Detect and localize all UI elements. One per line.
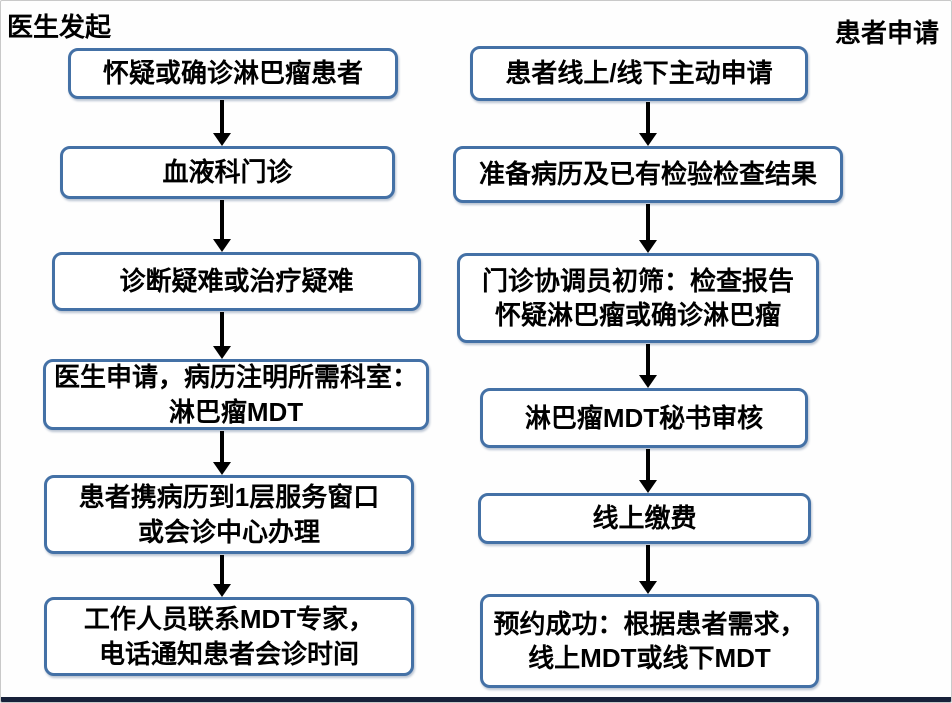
flow-step-prepare-records: 准备病历及已有检验检查结果 <box>453 146 843 203</box>
arrow-down-icon <box>213 431 231 475</box>
arrow-down-icon <box>639 102 657 146</box>
flow-step-suspected-lymphoma: 怀疑或确诊淋巴瘤患者 <box>68 48 398 99</box>
flow-step-doctor-applies: 医生申请，病历注明所需科室： 淋巴瘤MDT <box>43 359 429 430</box>
flow-step-coordinator-screening: 门诊协调员初筛：检查报告 怀疑淋巴瘤或确诊淋巴瘤 <box>457 253 819 343</box>
right-column-title: 患者申请 <box>834 18 939 48</box>
arrow-down-icon <box>639 545 657 594</box>
flow-step-mdt-secretary-review: 淋巴瘤MDT秘书审核 <box>480 388 808 448</box>
bottom-accent-bar <box>1 697 951 702</box>
flow-step-staff-contact-experts: 工作人员联系MDT专家， 电话通知患者会诊时间 <box>44 597 414 676</box>
flow-step-online-payment: 线上缴费 <box>478 493 811 544</box>
flow-step-hematology-clinic: 血液科门诊 <box>60 146 395 199</box>
arrow-down-icon <box>639 204 657 253</box>
flow-step-booking-success: 预约成功：根据患者需求， 线上MDT或线下MDT <box>480 594 819 688</box>
flow-step-patient-apply: 患者线上/线下主动申请 <box>470 46 808 101</box>
arrow-down-icon <box>639 344 657 388</box>
flow-step-difficult-diagnosis: 诊断疑难或治疗疑难 <box>52 252 421 311</box>
arrow-down-icon <box>213 200 231 252</box>
arrow-down-icon <box>213 100 231 146</box>
arrow-down-icon <box>639 449 657 493</box>
left-column-title: 医生发起 <box>7 12 112 42</box>
arrow-down-icon <box>213 312 231 359</box>
arrow-down-icon <box>213 555 231 597</box>
flow-step-service-window: 患者携病历到1层服务窗口 或会诊中心办理 <box>44 475 414 554</box>
